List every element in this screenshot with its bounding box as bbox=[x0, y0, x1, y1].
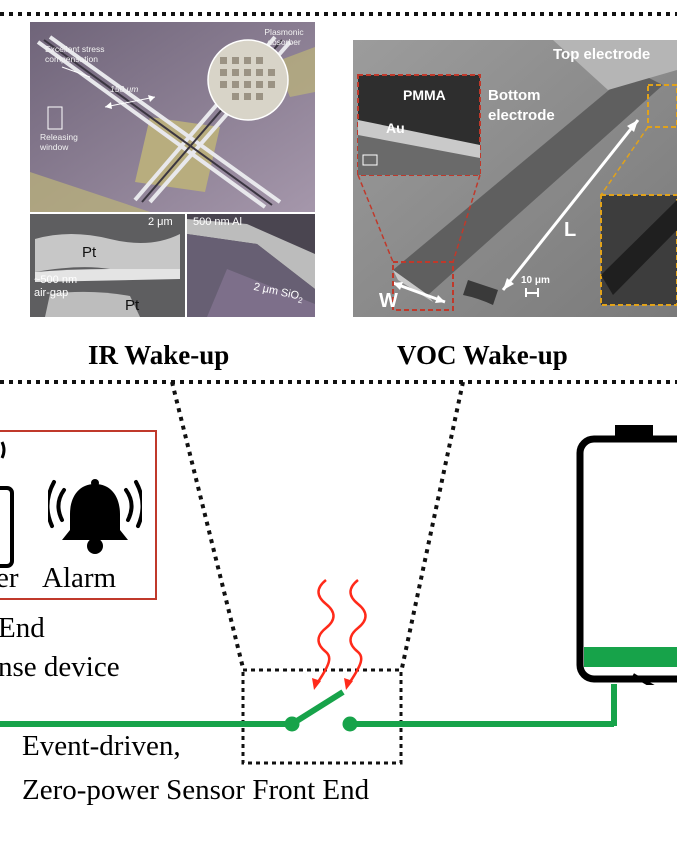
scale-bar-label: 10 μm bbox=[521, 275, 550, 286]
width-label: W bbox=[379, 290, 398, 312]
battery-level bbox=[584, 647, 677, 667]
pt-top-label: Pt bbox=[82, 244, 97, 261]
ir-inset-left: Pt 2 μm ~500 nm air-gap Pt bbox=[30, 214, 185, 317]
ir-sem-image: Excellent stress compensation Plasmonic … bbox=[30, 22, 315, 212]
ir-inset-left-drawing bbox=[30, 214, 185, 317]
pmma-label: PMMA bbox=[403, 87, 446, 103]
zoom-line-left bbox=[170, 381, 245, 669]
switch-contact-right bbox=[342, 716, 358, 732]
frontend-label-line2: Zero-power Sensor Front End bbox=[22, 774, 370, 806]
switch-contact-left bbox=[284, 716, 300, 732]
circuit bbox=[0, 579, 617, 732]
backend-label-line2: nse device bbox=[0, 651, 120, 683]
backend-device-box bbox=[0, 430, 157, 600]
ir-caption: IR Wake-up bbox=[88, 340, 230, 370]
backend-label-line1: End bbox=[0, 612, 45, 644]
thickness-label: 2 μm bbox=[148, 216, 173, 228]
voc-sem-image: Top electrode PMMA Au Bottom electrode L… bbox=[353, 40, 677, 317]
zoom-line-right bbox=[400, 381, 465, 669]
voc-sem-drawing bbox=[353, 40, 677, 317]
top-electrode-label: Top electrode bbox=[553, 46, 651, 63]
length-label: L bbox=[564, 219, 577, 241]
air-gap-label: ~500 nm air-gap bbox=[34, 274, 78, 299]
alarm-label: Alarm bbox=[42, 562, 117, 594]
ir-sem-drawing bbox=[30, 22, 315, 212]
ir-label-window: Releasing window bbox=[40, 132, 78, 152]
pt-bottom-label: Pt bbox=[125, 297, 140, 314]
ir-label-plasmonic: Plasmonic absorber bbox=[264, 27, 304, 47]
ir-inset-right: 500 nm Al 2 μm SiO2 bbox=[187, 214, 315, 317]
heat-waves bbox=[316, 579, 367, 683]
ir-label-length: 150 μm bbox=[110, 84, 139, 94]
alarm-bell-icon bbox=[48, 479, 142, 554]
switch-box bbox=[241, 668, 403, 765]
phone-icon bbox=[0, 441, 14, 568]
bottom-electrode-label: Bottom electrode bbox=[488, 87, 555, 124]
battery-icon bbox=[576, 425, 677, 685]
frontend-label-line1: Event-driven, bbox=[22, 730, 181, 762]
voc-caption: VOC Wake-up bbox=[397, 340, 568, 370]
ir-inset-right-drawing bbox=[187, 214, 315, 317]
ir-label-stress: Excellent stress compensation bbox=[45, 44, 105, 64]
device-label-partial: er bbox=[0, 562, 19, 594]
al-label: 500 nm Al bbox=[193, 216, 242, 228]
switch-lever bbox=[290, 689, 345, 727]
au-label: Au bbox=[386, 120, 405, 136]
